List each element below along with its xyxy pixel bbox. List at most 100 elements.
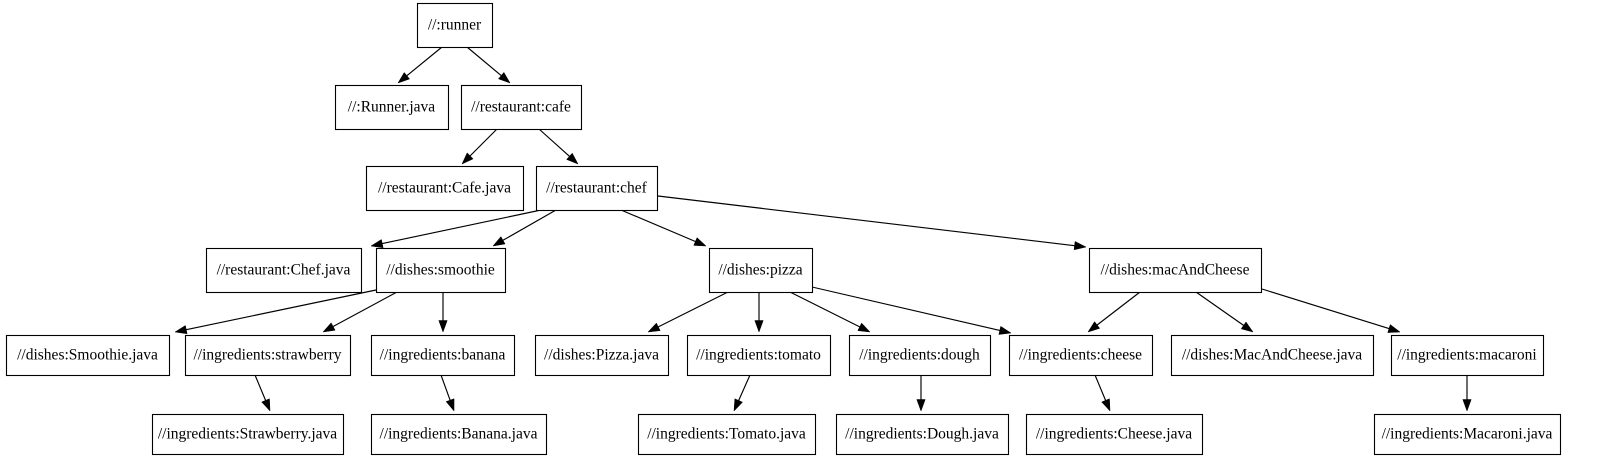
edge-line: [738, 374, 751, 401]
node-box[interactable]: [835, 413, 1010, 456]
graph-node-ing_cheese[interactable]: //ingredients:cheese: [1008, 334, 1154, 377]
graph-node-macaroni_java[interactable]: //ingredients:Macaroni.java: [1373, 413, 1562, 456]
graph-edge: [1094, 374, 1111, 412]
graph-node-ing_dough[interactable]: //ingredients:dough: [848, 334, 992, 377]
edge-arrowhead-icon: [322, 322, 336, 333]
graph-edge: [322, 291, 398, 333]
graph-edge: [438, 292, 448, 333]
node-label: //ingredients:cheese: [1019, 347, 1142, 364]
node-box[interactable]: [1390, 334, 1545, 377]
edge-line: [469, 128, 498, 157]
edge-arrowhead-icon: [1087, 321, 1101, 333]
graph-edge: [174, 289, 377, 335]
edge-line: [658, 291, 729, 328]
node-label: //ingredients:Tomato.java: [647, 426, 806, 443]
node-label: //:runner: [428, 17, 482, 34]
node-box[interactable]: [1088, 247, 1263, 294]
graph-edge: [647, 291, 729, 333]
node-box[interactable]: [534, 334, 670, 377]
edge-arrowhead-icon: [857, 322, 871, 333]
node-label: //dishes:smoothie: [386, 262, 495, 279]
graph-node-pizza_java[interactable]: //dishes:Pizza.java: [534, 334, 670, 377]
node-box[interactable]: [334, 84, 450, 131]
edge-arrowhead-icon: [461, 152, 474, 165]
edge-arrowhead-icon: [916, 399, 926, 412]
edge-line: [1094, 374, 1107, 401]
node-box[interactable]: [460, 84, 583, 131]
graph-edge: [916, 375, 926, 412]
edge-line: [254, 374, 267, 401]
edge-arrowhead-icon: [1462, 399, 1472, 412]
graph-node-dough_java[interactable]: //ingredients:Dough.java: [835, 413, 1010, 456]
edge-arrowhead-icon: [498, 71, 511, 84]
graph-node-restaurant_chef[interactable]: //restaurant:chef: [535, 165, 659, 212]
node-box[interactable]: [1025, 413, 1204, 456]
graph-node-dishes_pizza[interactable]: //dishes:pizza: [708, 247, 814, 294]
graph-node-smoothie_java[interactable]: //dishes:Smoothie.java: [5, 334, 171, 377]
graph-node-cafe_java[interactable]: //restaurant:Cafe.java: [365, 165, 525, 212]
graph-edge: [811, 286, 1012, 335]
node-label: //dishes:macAndCheese: [1101, 262, 1250, 279]
edge-line: [1261, 288, 1390, 330]
edge-arrowhead-icon: [438, 320, 448, 333]
graph-node-restaurant_cafe[interactable]: //restaurant:cafe: [460, 84, 583, 131]
node-label: //restaurant:cafe: [471, 99, 571, 116]
edge-arrowhead-icon: [754, 320, 764, 333]
edge-line: [620, 209, 696, 243]
graph-node-runner_java[interactable]: //:Runner.java: [334, 84, 450, 131]
node-box[interactable]: [184, 334, 352, 377]
edge-arrowhead-icon: [445, 398, 455, 412]
graph-node-chef_java[interactable]: //restaurant:Chef.java: [205, 247, 363, 294]
graph-node-ing_strawberry[interactable]: //ingredients:strawberry: [184, 334, 352, 377]
graph-node-banana_java[interactable]: //ingredients:Banana.java: [370, 413, 548, 456]
edge-arrowhead-icon: [1240, 321, 1254, 333]
edge-line: [538, 128, 570, 157]
node-box[interactable]: [151, 413, 345, 456]
edge-line: [1195, 291, 1244, 326]
node-box[interactable]: [5, 334, 171, 377]
edge-line: [502, 209, 557, 241]
node-box[interactable]: [686, 334, 832, 377]
node-label: //ingredients:Cheese.java: [1036, 426, 1192, 443]
edge-arrowhead-icon: [998, 325, 1012, 335]
nodes-layer: //:runner //:Runner.java //restaurant:cafe…: [5, 2, 1562, 456]
graph-edge: [466, 46, 511, 84]
node-box[interactable]: [365, 165, 525, 212]
node-label: //ingredients:Banana.java: [380, 426, 538, 443]
node-box[interactable]: [535, 165, 659, 212]
graph-node-ing_banana[interactable]: //ingredients:banana: [370, 334, 516, 377]
edge-arrowhead-icon: [647, 322, 661, 333]
graph-edge: [440, 374, 455, 412]
edge-arrowhead-icon: [1101, 398, 1111, 412]
graph-node-dishes_smoothie[interactable]: //dishes:smoothie: [375, 247, 507, 294]
node-box[interactable]: [416, 2, 494, 49]
edge-line: [382, 209, 542, 245]
node-box[interactable]: [375, 247, 507, 294]
node-box[interactable]: [370, 334, 516, 377]
graph-edge: [620, 209, 707, 247]
node-box[interactable]: [1170, 334, 1375, 377]
node-box[interactable]: [848, 334, 992, 377]
graph-node-ing_tomato[interactable]: //ingredients:tomato: [686, 334, 832, 377]
node-box[interactable]: [205, 247, 363, 294]
node-box[interactable]: [1373, 413, 1562, 456]
graph-node-strawberry_java[interactable]: //ingredients:Strawberry.java: [151, 413, 345, 456]
graph-node-cheese_java[interactable]: //ingredients:Cheese.java: [1025, 413, 1204, 456]
graph-node-ing_macaroni[interactable]: //ingredients:macaroni: [1390, 334, 1545, 377]
graph-edge: [461, 128, 498, 165]
node-box[interactable]: [637, 413, 817, 456]
node-box[interactable]: [708, 247, 814, 294]
edge-arrowhead-icon: [693, 237, 707, 247]
graph-node-runner[interactable]: //:runner: [416, 2, 494, 49]
graph-node-dishes_macandch[interactable]: //dishes:macAndCheese: [1088, 247, 1263, 294]
node-label: //ingredients:tomato: [696, 347, 821, 364]
node-box[interactable]: [370, 413, 548, 456]
graph-node-tomato_java[interactable]: //ingredients:Tomato.java: [637, 413, 817, 456]
edge-arrowhead-icon: [1387, 324, 1401, 333]
graph-node-macandcheese_java[interactable]: //dishes:MacAndCheese.java: [1170, 334, 1375, 377]
node-label: //ingredients:Macaroni.java: [1382, 426, 1553, 443]
graph-edge: [254, 374, 271, 412]
edge-arrowhead-icon: [370, 239, 384, 249]
node-box[interactable]: [1008, 334, 1154, 377]
